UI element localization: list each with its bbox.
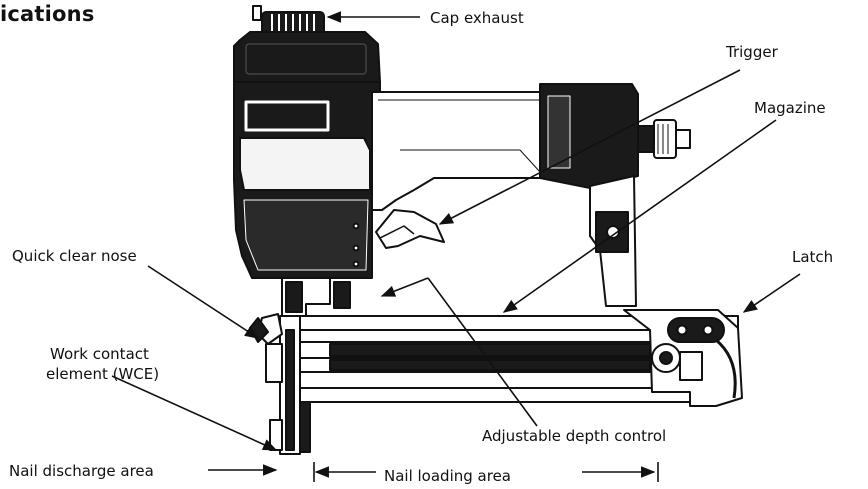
trigger bbox=[375, 209, 445, 249]
leader-wce bbox=[111, 375, 278, 451]
nose-wce bbox=[249, 313, 311, 455]
leader-latch bbox=[742, 273, 801, 313]
label-nail-loading-area: Nail loading area bbox=[384, 467, 511, 485]
leader-quick-clear-nose bbox=[147, 265, 260, 339]
label-wce-line2: element (WCE) bbox=[46, 365, 160, 383]
nailer-tool bbox=[233, 5, 743, 455]
label-wce-line1: Work contact bbox=[50, 345, 149, 363]
label-magazine: Magazine bbox=[754, 99, 826, 117]
label-adjustable-depth-control: Adjustable depth control bbox=[482, 427, 667, 445]
label-cap-exhaust: Cap exhaust bbox=[430, 9, 524, 27]
label-trigger: Trigger bbox=[726, 43, 778, 61]
magazine bbox=[289, 315, 739, 403]
air-fitting bbox=[637, 119, 691, 159]
leader-lines bbox=[111, 11, 801, 482]
label-quick-clear-nose: Quick clear nose bbox=[12, 247, 137, 265]
section-heading: ications bbox=[0, 2, 95, 26]
leader-magazine bbox=[502, 119, 777, 313]
cap-exhaust bbox=[252, 5, 325, 37]
leader-trigger bbox=[438, 69, 741, 225]
leader-depth-control bbox=[427, 277, 538, 427]
label-nail-discharge-area: Nail discharge area bbox=[9, 462, 154, 480]
depth-wheel bbox=[333, 281, 351, 309]
leader-depth-control-arrow bbox=[380, 277, 429, 297]
latch-assembly bbox=[623, 309, 743, 407]
label-latch: Latch bbox=[792, 248, 834, 266]
